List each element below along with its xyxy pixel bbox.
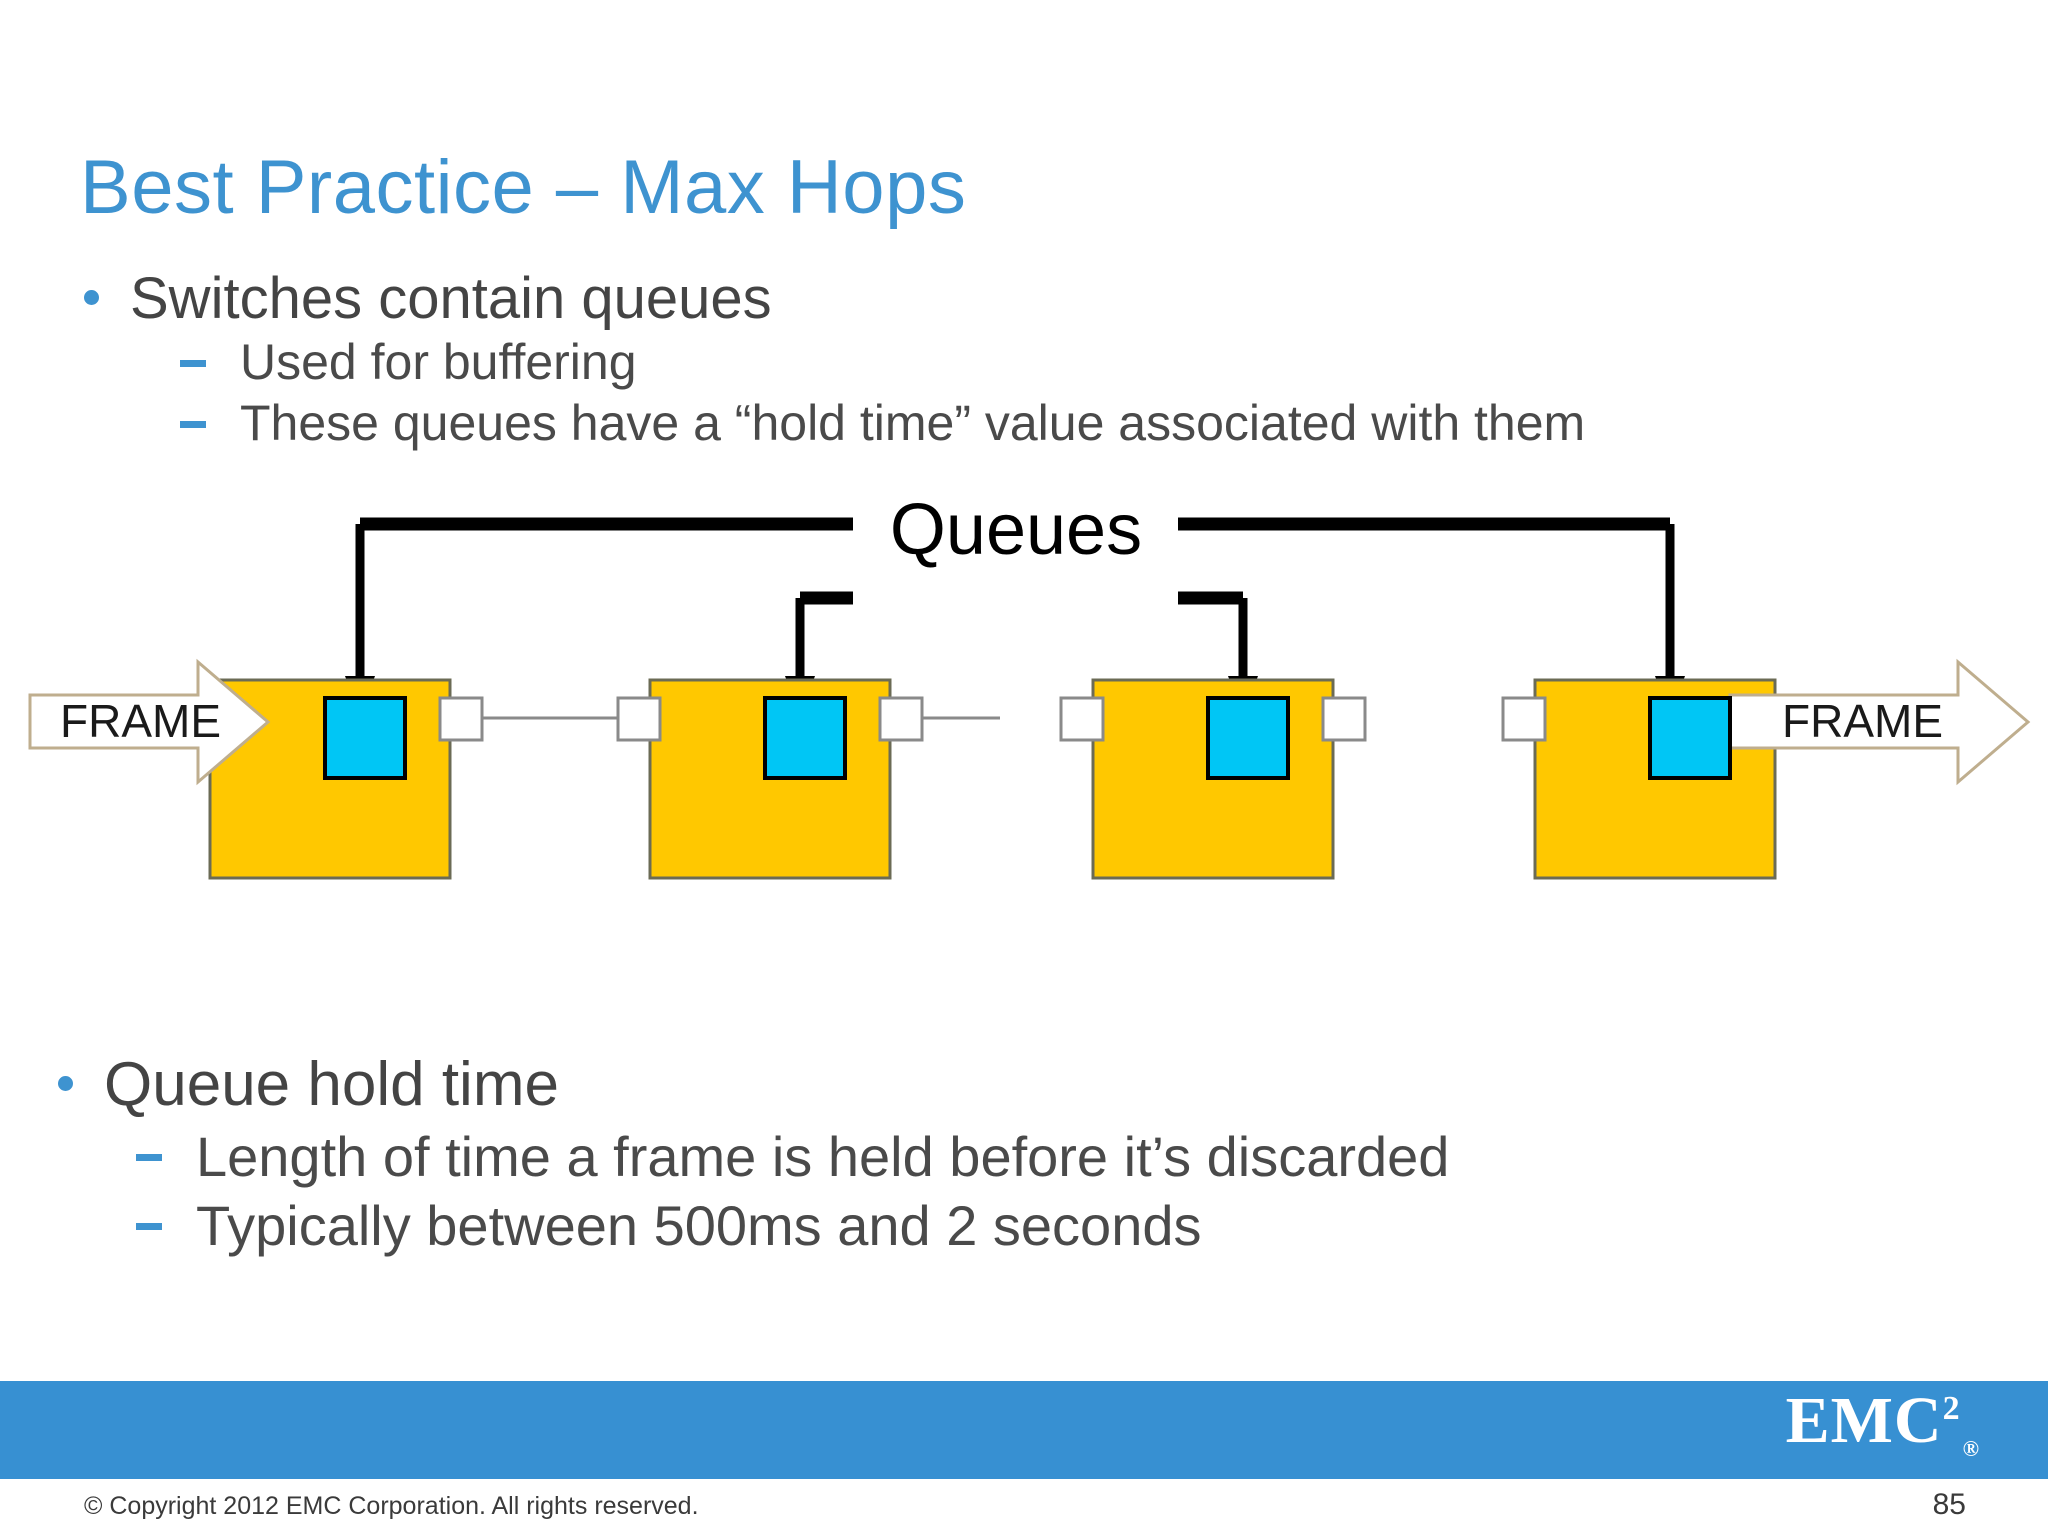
bullet-label: Queue hold time [104, 1050, 559, 1119]
emc-logo-registered-icon: ® [1962, 1436, 1980, 1462]
switch-port-4-left [1501, 696, 1547, 742]
page-number: 85 [1932, 1488, 1966, 1521]
switch-port-2-right [878, 696, 924, 742]
bullet-block-bottom: Queue hold time Length of time a frame i… [46, 1052, 2006, 1257]
bullet-queue-hold-time: Queue hold time [46, 1052, 2006, 1118]
copyright-notice: © Copyright 2012 EMC Corporation. All ri… [84, 1492, 699, 1520]
queue-square-4-overlay [1648, 696, 1732, 780]
switch-port-3-left [1059, 696, 1105, 742]
sub-bullet-dash-icon [180, 360, 206, 368]
footer-bar [0, 1381, 2048, 1479]
bullet-block-top: Switches contain queues Used for bufferi… [72, 268, 2002, 451]
frame-in-label: FRAME [60, 695, 221, 747]
bullet-switches-contain-queues: Switches contain queues [72, 268, 2002, 329]
switch-queue-diagram: Queues FRAME [0, 480, 2048, 1060]
queue-square-1 [323, 696, 407, 780]
sub-bullet-dash-icon [136, 1153, 162, 1161]
callout-label-queues: Queues [890, 490, 1142, 570]
sub-bullet-typical-range: Typically between 500ms and 2 seconds [124, 1195, 2006, 1257]
sub-bullet-label: Used for buffering [240, 334, 637, 391]
bullet-dot-icon [84, 290, 99, 306]
sub-bullet-label: These queues have a “hold time” value as… [240, 395, 1586, 452]
emc-logo-text: EMC [1785, 1384, 1943, 1457]
switch-port-1-right [438, 696, 484, 742]
frame-out-label: FRAME [1782, 695, 1943, 747]
sub-bullet-hold-time-value: These queues have a “hold time” value as… [168, 396, 2002, 451]
bullet-dot-icon [58, 1075, 73, 1091]
sub-bullet-dash-icon [136, 1223, 162, 1231]
frame-arrow-in [28, 658, 271, 786]
queue-square-2 [763, 696, 847, 780]
switch-port-3-right [1321, 696, 1367, 742]
sub-bullet-label: Length of time a frame is held before it… [196, 1124, 1450, 1188]
sub-bullet-dash-icon [180, 421, 206, 429]
page-title: Best Practice – Max Hops [80, 145, 967, 230]
frame-arrow-out [1728, 658, 2031, 786]
sub-bullet-used-for-buffering: Used for buffering [168, 335, 2002, 390]
sub-bullet-label: Typically between 500ms and 2 seconds [196, 1194, 1202, 1258]
queue-square-3 [1206, 696, 1290, 780]
bullet-label: Switches contain queues [130, 266, 772, 331]
emc-logo: EMC2® [1786, 1388, 1980, 1460]
emc-logo-superscript: 2 [1942, 1390, 1961, 1427]
sub-bullet-length-of-time: Length of time a frame is held before it… [124, 1124, 2006, 1188]
switch-port-2-left [616, 696, 662, 742]
